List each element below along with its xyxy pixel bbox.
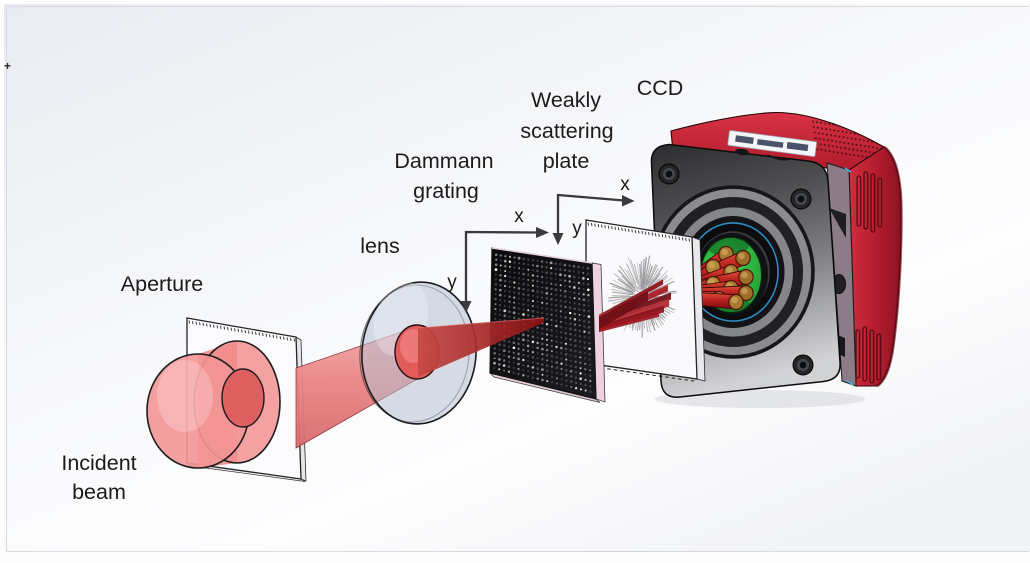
sticker-mark <box>786 142 809 152</box>
diverging-fan-beams <box>598 279 671 333</box>
beam-highlight <box>157 360 213 432</box>
scattering-label-line2: scattering <box>520 119 613 143</box>
aperture-label: Aperture <box>121 272 203 296</box>
figure-labels: Aperture Incident beam lens Dammann grat… <box>61 76 683 504</box>
ccd-label: CCD <box>637 76 684 100</box>
grating-x-arrowhead <box>536 227 549 238</box>
camera-label-sticker <box>727 130 818 157</box>
dammann-label-line2: grating <box>413 179 479 203</box>
accent-blue-bottom <box>845 379 854 386</box>
scattering-label-line1: Weakly <box>531 88 601 112</box>
lens-label: lens <box>360 234 399 258</box>
grating-x-axis-label: x <box>514 206 524 227</box>
camera-side-rim <box>876 145 903 388</box>
accent-blue-top <box>844 167 852 173</box>
corner-plus-marker: + <box>4 59 11 73</box>
plate-axes <box>552 193 635 245</box>
front-plate-screws <box>658 163 814 376</box>
focused-beam-cone <box>418 317 544 377</box>
figure-frame <box>6 6 1029 552</box>
camera-side-vents <box>855 171 883 384</box>
plate-x-axis-label: x <box>620 174 630 195</box>
aperture-plate-serration <box>188 320 296 342</box>
cone-highlight <box>417 317 545 329</box>
grating-y-axis-label: y <box>447 272 457 293</box>
plate-hidden-edge-dashed <box>587 365 695 382</box>
dammann-grating <box>488 247 606 403</box>
incident-beam-label-line1: Incident <box>61 451 136 475</box>
grating-y-arrowhead <box>460 301 472 313</box>
plate-serration <box>587 222 691 242</box>
plate-x-arrowhead <box>622 195 635 207</box>
sticker-mark <box>756 139 784 148</box>
incident-beam-label-line2: beam <box>72 480 126 504</box>
scattering-label-line3: plate <box>543 149 590 173</box>
front-plate-slot <box>766 154 794 161</box>
aperture-hole <box>221 368 265 428</box>
grating-axes <box>460 227 549 313</box>
grating-top-edge <box>491 247 593 264</box>
dammann-label-line1: Dammann <box>394 149 493 173</box>
incident-beam <box>146 340 281 469</box>
diffracted-beam-bundle <box>693 245 754 311</box>
front-plate-notch <box>735 148 749 156</box>
plate-y-axis-label: y <box>572 218 582 239</box>
plate-y-arrowhead <box>552 233 564 245</box>
strip-notch-top <box>829 208 846 238</box>
bottom-margin <box>0 552 1030 563</box>
sticker-mark <box>735 135 754 145</box>
grating-dot-array <box>493 253 592 394</box>
